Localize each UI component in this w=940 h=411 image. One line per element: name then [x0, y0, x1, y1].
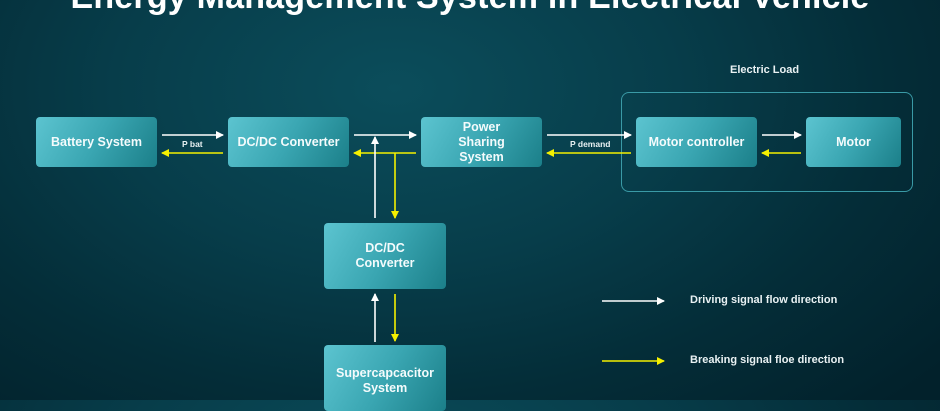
legend-breaking-label: Breaking signal floe direction: [690, 354, 845, 366]
power-sharing-label: Power Sharing System: [458, 119, 505, 164]
motor-block: Motor: [806, 117, 901, 167]
supercapacitor-label: Supercapcacitor System: [336, 366, 434, 395]
signal-arrows: [161, 131, 802, 365]
electric-load-label: Electric Load: [730, 64, 800, 76]
power-sharing-block: Power Sharing System: [421, 117, 542, 167]
motor-controller-label: Motor controller: [648, 134, 745, 149]
legend-driving-label: Driving signal flow direction: [690, 294, 838, 306]
electric-load-group: [621, 92, 913, 192]
dcdc-converter-aux-label: DC/DC Converter: [355, 241, 415, 270]
diagram-title: Energy Management System in Electrical V…: [0, 0, 940, 17]
dcdc-converter-main-block: DC/DC Converter: [228, 117, 349, 167]
dcdc-converter-aux-block: DC/DC Converter: [324, 223, 446, 289]
battery-system-block: Battery System: [36, 117, 157, 167]
battery-system-label: Battery System: [50, 134, 142, 149]
p-bat-label: P bat: [182, 139, 203, 149]
dcdc-converter-main-label: DC/DC Converter: [237, 134, 340, 149]
p-demand-label: P demand: [570, 139, 611, 149]
motor-controller-block: Motor controller: [636, 117, 757, 167]
motor-label: Motor: [836, 134, 871, 149]
